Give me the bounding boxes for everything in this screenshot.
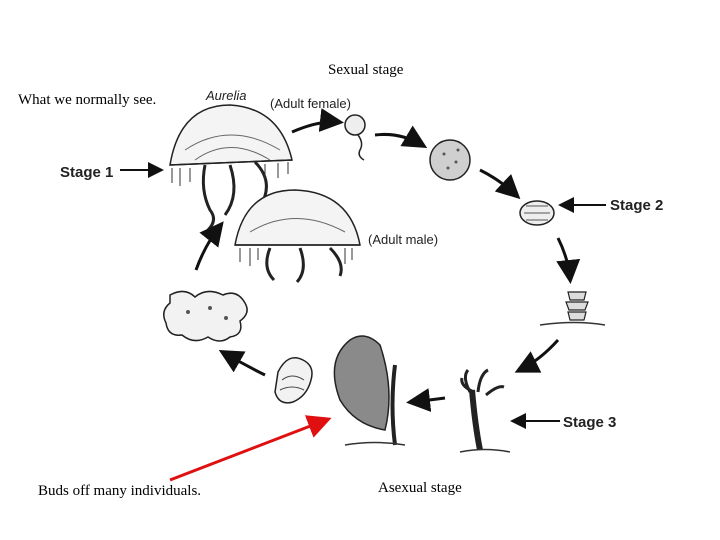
budding-polyp xyxy=(459,368,511,453)
scyphistoma xyxy=(539,291,606,326)
stage2-label: Stage 2 xyxy=(610,197,663,214)
sexual-stage-caption: Sexual stage xyxy=(328,62,404,78)
stage3-label: Stage 3 xyxy=(563,414,616,431)
fertilized-egg xyxy=(429,139,471,181)
normal-view-caption: What we normally see. xyxy=(18,92,157,108)
cycle-arrows xyxy=(194,108,581,412)
polyp-colony xyxy=(333,335,406,446)
asexual-stage-caption: Asexual stage xyxy=(378,480,462,496)
budding-pointer-line xyxy=(169,415,332,482)
adult-female-label: (Adult female) xyxy=(270,96,351,111)
genus-label: Aurelia xyxy=(205,88,246,103)
sperm-cell xyxy=(344,114,366,161)
budding-caption: Buds off many individuals. xyxy=(38,483,202,499)
young-medusa-bud xyxy=(274,357,313,404)
planula-larva xyxy=(519,200,555,226)
adult-male-label: (Adult male) xyxy=(368,232,438,247)
adult-female-medusa xyxy=(169,104,293,232)
stage1-label: Stage 1 xyxy=(60,164,113,181)
ephyra-larva xyxy=(163,290,248,342)
adult-male-medusa xyxy=(234,189,361,284)
